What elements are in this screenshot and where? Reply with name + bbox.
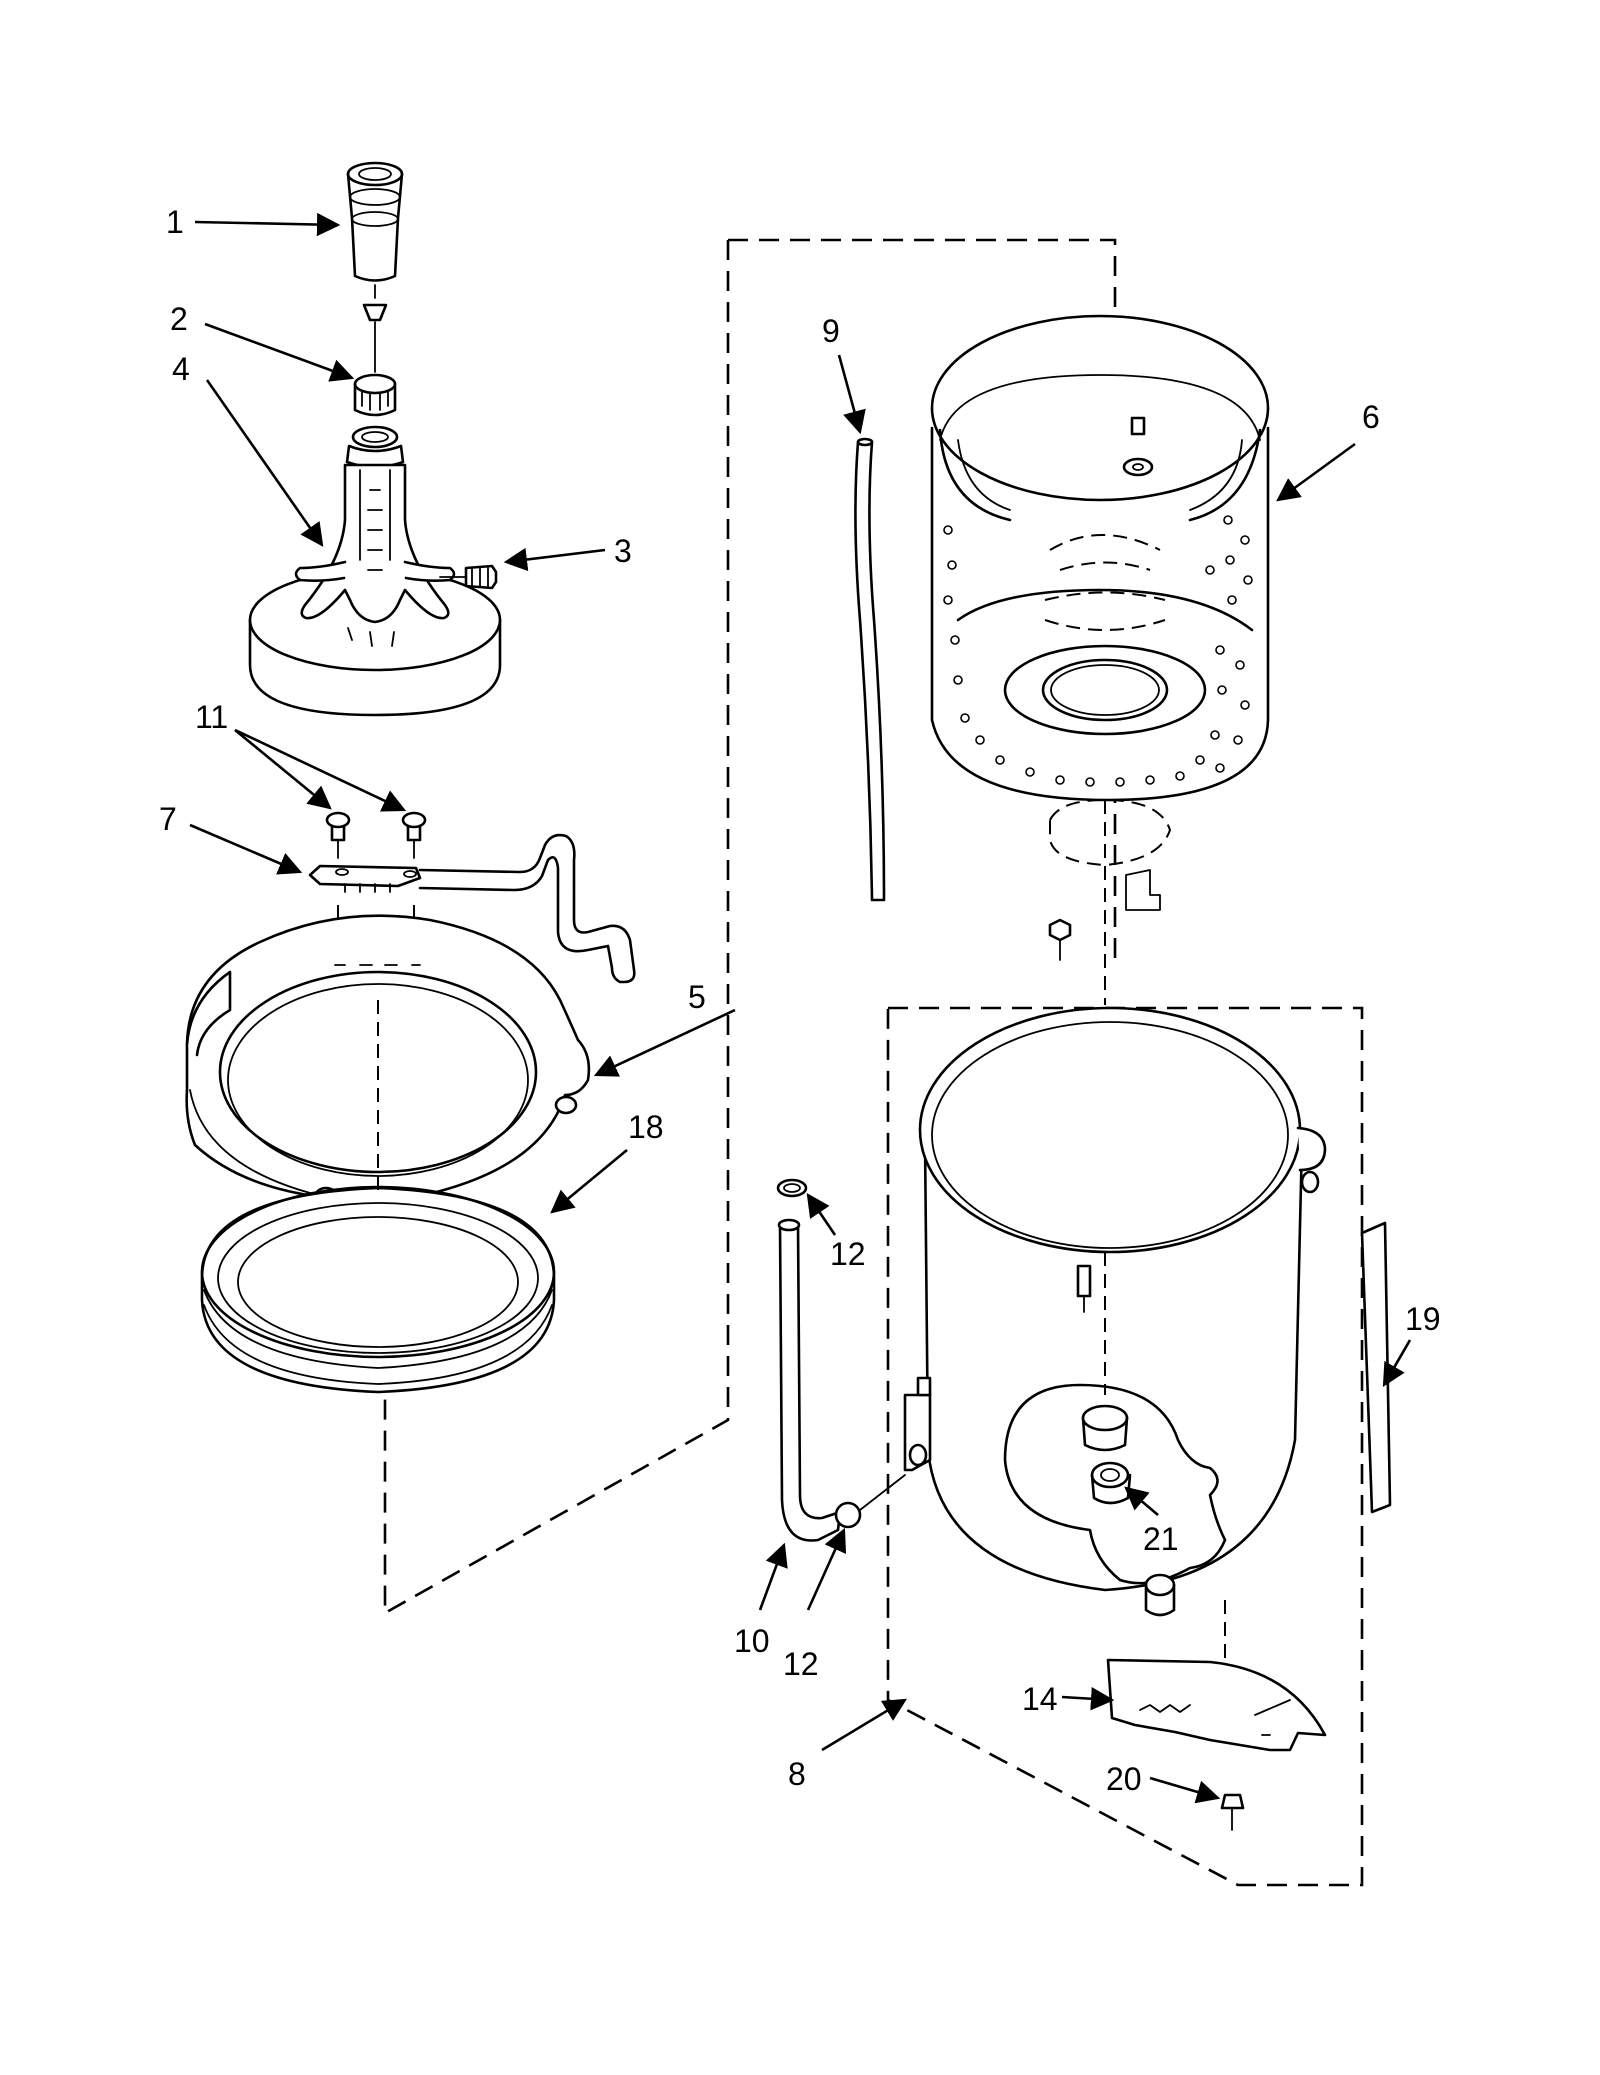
callout-12-upper: 12 <box>830 1236 866 1272</box>
callout-9: 9 <box>822 313 840 349</box>
callout-3: 3 <box>614 533 632 569</box>
callout-10: 10 <box>734 1623 770 1659</box>
part-2-agitator-insert <box>353 321 397 417</box>
callout-1: 1 <box>166 204 184 240</box>
part-1-agitator-cap <box>346 161 404 322</box>
callout-20: 20 <box>1106 1761 1142 1797</box>
part-14-shield <box>1106 1658 1327 1752</box>
part-18-seal-ring <box>200 1185 556 1394</box>
callout-12-lower: 12 <box>783 1646 819 1682</box>
callout-18: 18 <box>628 1109 664 1145</box>
callout-11: 11 <box>195 699 228 735</box>
part-12-clamps <box>776 1178 906 1529</box>
callout-21: 21 <box>1143 1521 1179 1557</box>
part-3-screw <box>439 564 498 590</box>
callout-2: 2 <box>170 301 188 337</box>
callout-5: 5 <box>688 979 706 1015</box>
part-19-strip <box>1360 1221 1392 1514</box>
part-11-screws <box>325 811 427 859</box>
callout-19: 19 <box>1405 1301 1441 1337</box>
part-9-hose <box>854 437 886 902</box>
callout-arrows <box>189 212 1412 1804</box>
callout-4: 4 <box>172 351 190 387</box>
part-20-screw <box>1220 1793 1245 1831</box>
part-8-outer-tub <box>903 1006 1327 1712</box>
callout-14: 14 <box>1022 1681 1058 1717</box>
part-5-tub-ring <box>185 914 591 1204</box>
callout-labels: 1 2 3 4 5 6 7 8 9 10 11 12 12 14 18 19 2… <box>159 204 1441 1797</box>
callout-8: 8 <box>788 1756 806 1792</box>
callout-7: 7 <box>159 801 177 837</box>
basket-fasteners <box>1048 798 1172 1005</box>
part-4-agitator <box>248 425 502 717</box>
callout-6: 6 <box>1362 399 1380 435</box>
part-6-spin-basket <box>930 314 1270 802</box>
